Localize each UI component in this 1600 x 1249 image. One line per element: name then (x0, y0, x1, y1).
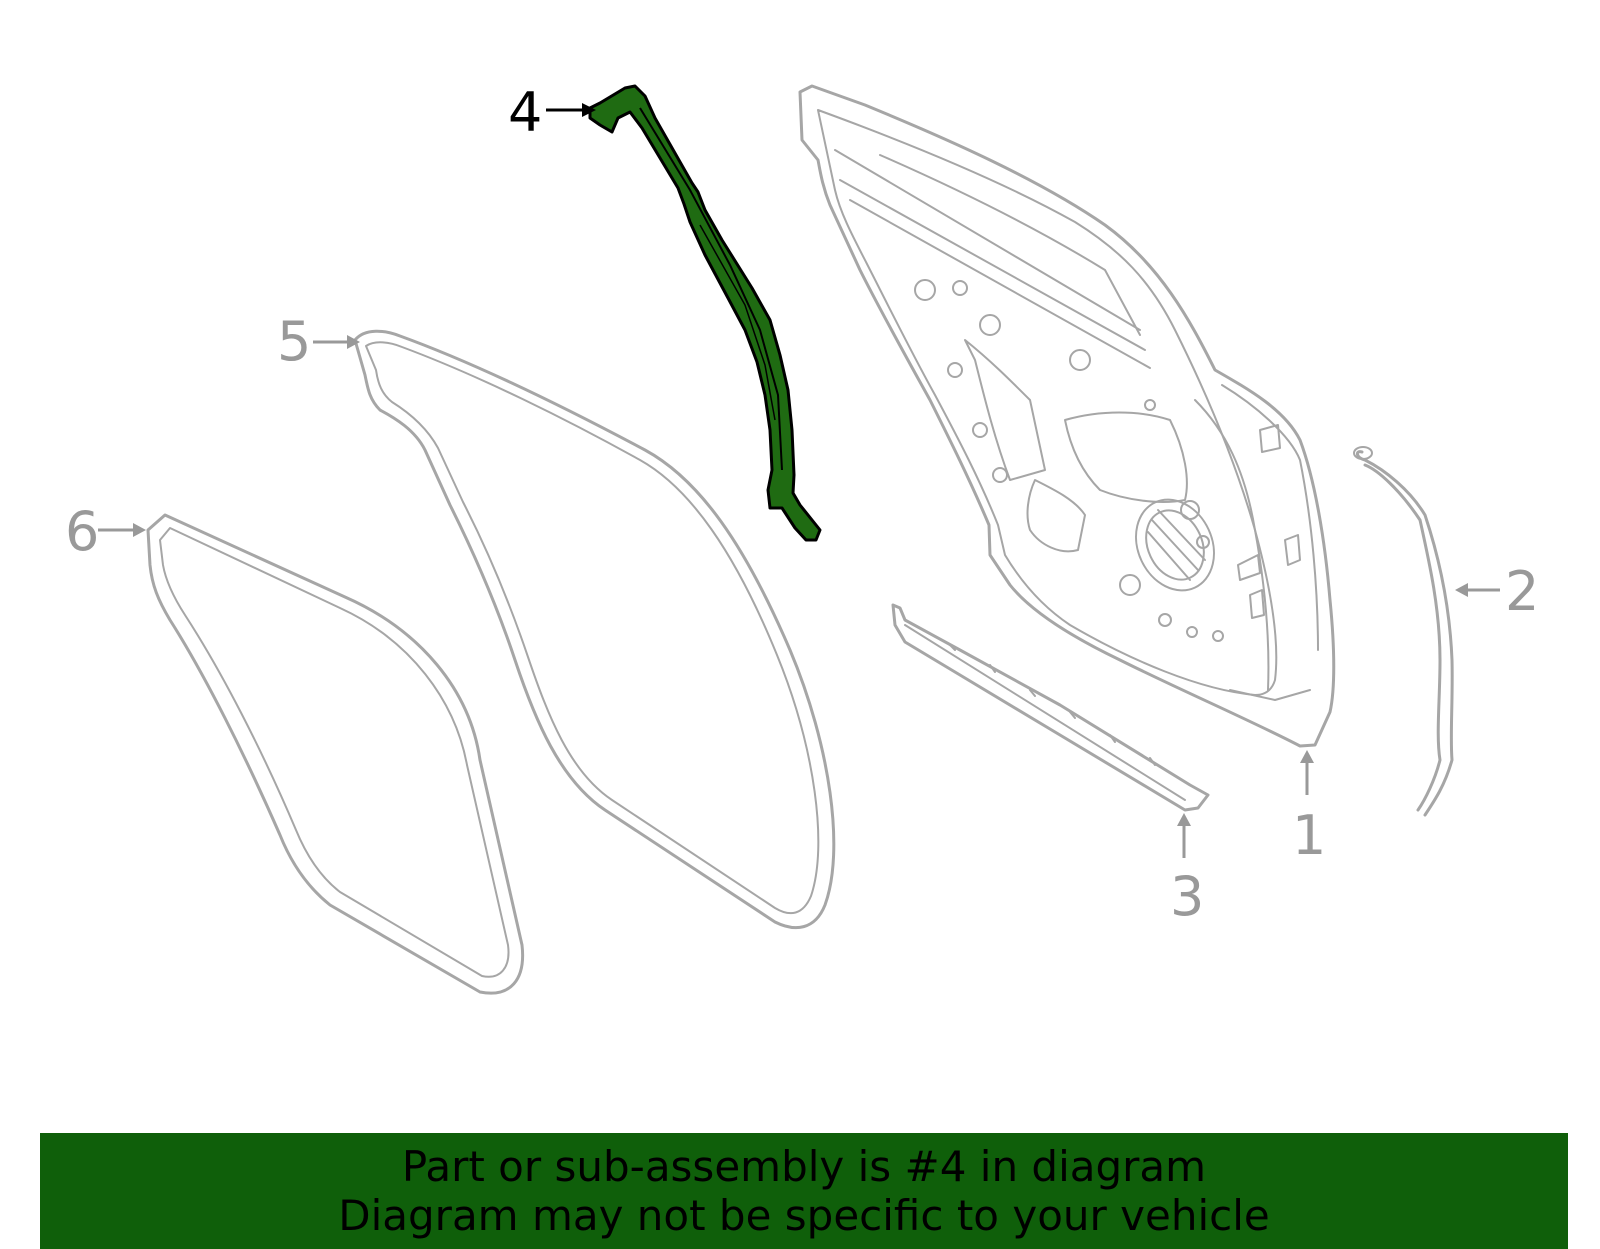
callout-5-label: 5 (277, 310, 311, 373)
callout-3-arrowhead (1177, 813, 1191, 826)
banner-line-disclaimer: Diagram may not be specific to your vehi… (338, 1191, 1270, 1240)
callout-3-label: 3 (1170, 865, 1204, 928)
part-5-seal[interactable] (353, 329, 836, 930)
part-3-belt-strip[interactable] (891, 603, 1210, 812)
info-banner: Part or sub-assembly is #4 in diagram Di… (40, 1133, 1568, 1249)
callout-4-arrowhead (582, 103, 596, 117)
callout-1-arrowhead (1300, 750, 1314, 763)
part-2-cable[interactable] (1353, 446, 1454, 817)
part-6-seal[interactable] (146, 513, 525, 995)
banner-line-part: Part or sub-assembly is #4 in diagram (401, 1142, 1207, 1191)
callout-5-arrowhead (347, 335, 360, 349)
callout-1-label: 1 (1292, 804, 1326, 867)
callout-6-arrowhead (133, 523, 146, 537)
part-1-door-shell[interactable] (798, 84, 1336, 748)
callout-6-label: 6 (65, 500, 99, 563)
callout-2-label: 2 (1505, 560, 1539, 623)
callout-2-arrowhead (1455, 583, 1468, 597)
callout-4-label: 4 (508, 81, 542, 144)
part-4-weatherstrip[interactable] (588, 84, 822, 542)
